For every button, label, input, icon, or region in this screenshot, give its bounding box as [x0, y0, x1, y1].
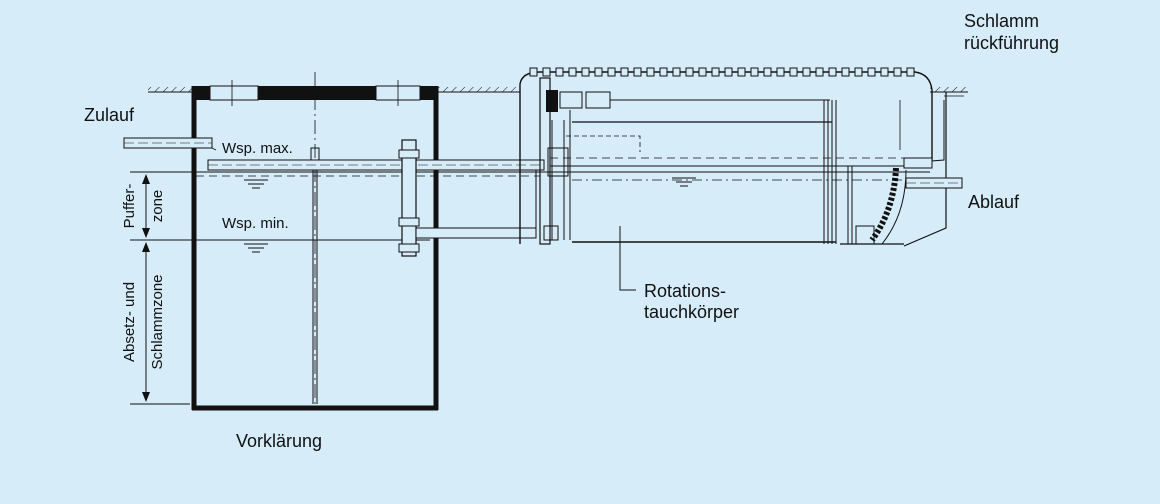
transfer-pipe: [207, 159, 545, 171]
label-wsp-min: Wsp. min.: [222, 215, 289, 232]
water-levels: [130, 171, 930, 253]
label-vorklaerung: Vorklärung: [236, 431, 322, 451]
water-level-symbol-min: [244, 243, 268, 253]
riser-pipe: [398, 139, 537, 257]
water-level-symbol-max: [244, 179, 268, 189]
rotating-disc-unit: [519, 67, 933, 245]
zone-dimension-markers: [130, 171, 190, 405]
label-ablauf: Ablauf: [968, 192, 1020, 212]
label-rotation-line1: Rotations-: [644, 281, 726, 301]
label-schlamm-line2: rückführung: [964, 33, 1059, 53]
inlet-pipe: [123, 137, 213, 149]
label-absetz-line1: Absetz- und: [121, 282, 138, 362]
label-rotation-line2: tauchkörper: [644, 302, 739, 322]
label-wsp-max: Wsp. max.: [222, 140, 293, 157]
sludge-return-structure: [869, 92, 964, 247]
outlet-pipe: [905, 177, 963, 189]
water-level-symbol-drum: [672, 177, 696, 187]
wsp-max-leader: [211, 147, 217, 151]
ground-right: [930, 87, 968, 93]
label-schlamm-line1: Schlamm: [964, 11, 1039, 31]
label-absetz-line2: Schlammzone: [149, 274, 166, 369]
rotation-leader-line: [619, 226, 636, 291]
label-puffer-line2: zone: [149, 190, 166, 223]
ground-left: [148, 87, 520, 93]
label-puffer-line1: Puffer-: [121, 184, 138, 229]
label-zulauf: Zulauf: [84, 105, 135, 125]
